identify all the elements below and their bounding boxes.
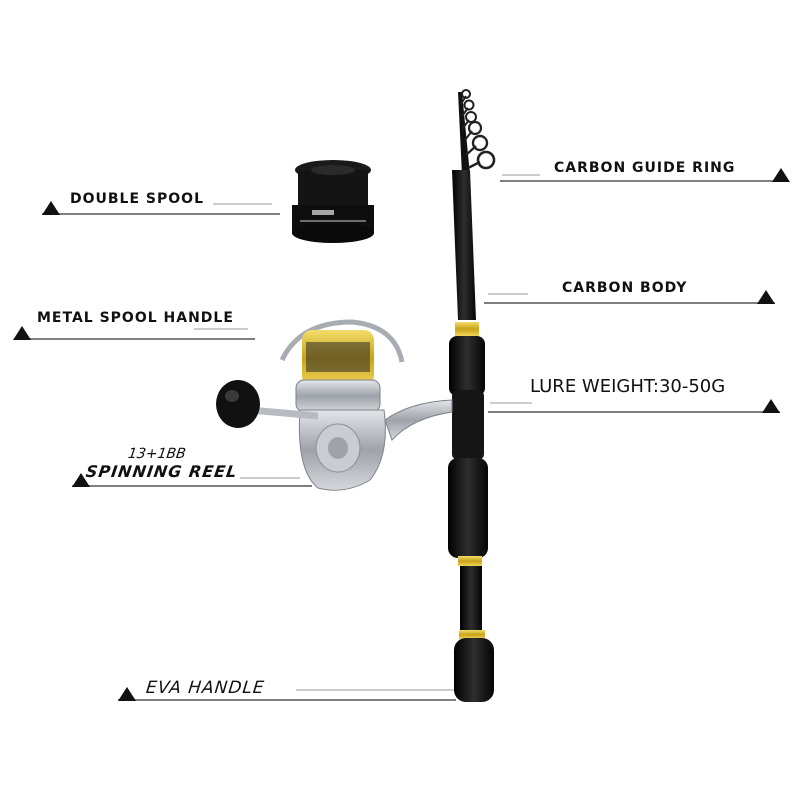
reel-handle-arm bbox=[249, 406, 319, 420]
triangle-pointer-icon bbox=[118, 687, 136, 701]
guide-ring-4 bbox=[464, 120, 483, 141]
guide-ring-2 bbox=[461, 99, 475, 117]
rod-upper-section bbox=[452, 170, 476, 320]
label-eva-handle: EVA HANDLE bbox=[144, 678, 266, 698]
label-metal-spool-handle: METAL SPOOL HANDLE bbox=[37, 310, 234, 326]
spare-spool bbox=[292, 160, 374, 243]
guide-ring-3 bbox=[462, 111, 477, 129]
triangle-pointer-icon bbox=[762, 399, 780, 413]
callout-lure-weight bbox=[488, 399, 780, 413]
reel-seat bbox=[452, 390, 484, 460]
guide-ring-5 bbox=[465, 134, 489, 156]
spinning-reel bbox=[216, 319, 453, 491]
callout-carbon-body bbox=[484, 290, 775, 304]
front-grip bbox=[449, 336, 485, 396]
guide-ring-6 bbox=[467, 150, 496, 170]
guide-ring-1 bbox=[460, 89, 471, 105]
label-double-spool: DOUBLE SPOOL bbox=[70, 191, 204, 207]
eva-butt bbox=[454, 638, 494, 702]
callout-metal-spool-handle bbox=[13, 326, 255, 340]
triangle-pointer-icon bbox=[772, 168, 790, 182]
bail-arm bbox=[279, 319, 405, 363]
gold-ring-mid bbox=[458, 556, 482, 566]
gold-ferrule bbox=[455, 322, 479, 336]
label-spinning-reel: SPINNING REEL bbox=[84, 462, 239, 481]
callout-eva-handle bbox=[118, 687, 456, 701]
label-bearings: 13+1BB bbox=[126, 446, 187, 462]
reel-handle-knob bbox=[216, 380, 260, 428]
callout-spinning-reel bbox=[72, 473, 312, 487]
butt-shaft bbox=[460, 566, 482, 632]
triangle-pointer-icon bbox=[13, 326, 31, 340]
rear-grip bbox=[448, 458, 488, 558]
callouts bbox=[13, 168, 790, 701]
label-carbon-body: CARBON BODY bbox=[562, 280, 688, 296]
label-carbon-guide-ring: CARBON GUIDE RING bbox=[554, 160, 736, 176]
reel-foot bbox=[384, 399, 453, 441]
triangle-pointer-icon bbox=[72, 473, 90, 487]
triangle-pointer-icon bbox=[757, 290, 775, 304]
gold-ring-lower bbox=[459, 630, 485, 639]
triangle-pointer-icon bbox=[42, 201, 60, 215]
guide-rings bbox=[460, 89, 496, 170]
fishing-rod bbox=[448, 89, 496, 702]
label-lure-weight: LURE WEIGHT:30-50G bbox=[530, 376, 726, 397]
reel-rotor bbox=[295, 379, 381, 413]
callout-double-spool bbox=[42, 201, 280, 215]
callout-carbon-guide-ring bbox=[500, 168, 790, 182]
